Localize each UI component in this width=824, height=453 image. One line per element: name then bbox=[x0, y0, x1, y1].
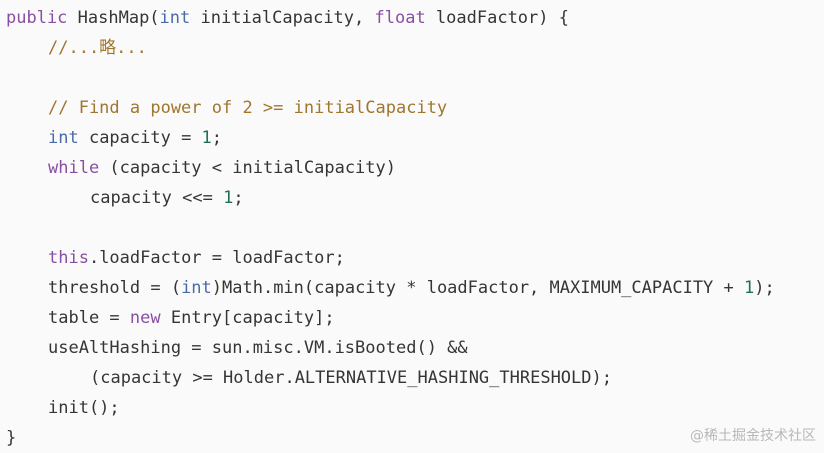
code-line-4: // Find a power of 2 >= initialCapacity bbox=[48, 98, 448, 118]
code-line-10: threshold = (int)Math.min(capacity * loa… bbox=[48, 278, 775, 298]
code-line-8 bbox=[0, 213, 824, 243]
code-line-6: while (capacity < initialCapacity) bbox=[48, 158, 396, 178]
watermark-text: @稀土掘金技术社区 bbox=[690, 428, 816, 444]
code-line-13: (capacity >= Holder.ALTERNATIVE_HASHING_… bbox=[90, 368, 612, 388]
code-line-1: public HashMap(int initialCapacity, floa… bbox=[6, 8, 569, 28]
code-line-15: } bbox=[6, 428, 17, 448]
code-line-12: useAltHashing = sun.misc.VM.isBooted() &… bbox=[48, 338, 468, 358]
code-line-7: capacity <<= 1; bbox=[90, 188, 244, 208]
code-line-3 bbox=[0, 63, 824, 93]
code-line-2: //...略... bbox=[48, 38, 147, 58]
code-line-5: int capacity = 1; bbox=[48, 128, 223, 148]
code-line-9: this.loadFactor = loadFactor; bbox=[48, 248, 345, 268]
code-line-14: init(); bbox=[48, 398, 120, 418]
code-line-11: table = new Entry[capacity]; bbox=[48, 308, 335, 328]
